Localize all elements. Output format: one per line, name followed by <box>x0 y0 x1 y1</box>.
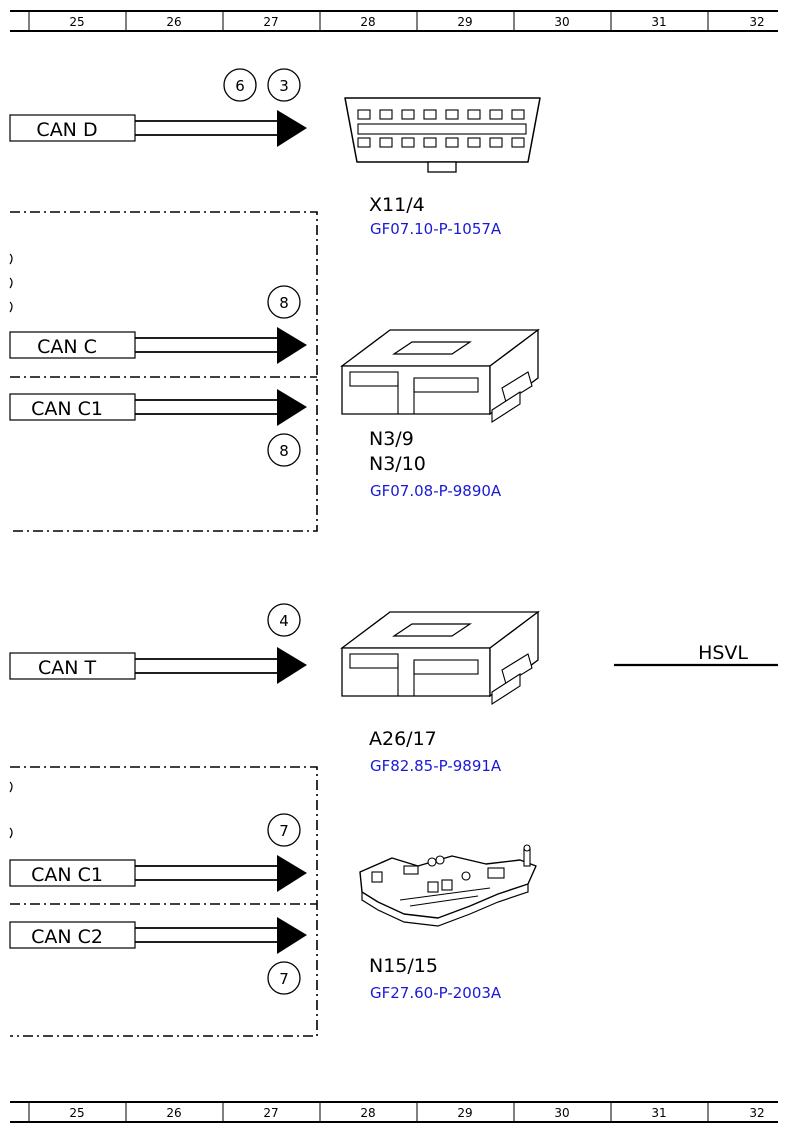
bus-label-can-t: CAN T <box>38 657 97 679</box>
component-id-n3-10: N3/10 <box>369 453 426 475</box>
ruler-bottom-col-32: 32 <box>749 1106 764 1120</box>
control-unit-icon[interactable] <box>341 611 539 705</box>
ruler-bottom-col-29: 29 <box>457 1106 472 1120</box>
bottom-ruler: 25 26 27 28 29 30 31 32 <box>10 1101 778 1123</box>
arrow-head-icon <box>277 855 307 892</box>
hsvl-label: HSVL <box>698 642 748 664</box>
ruler-bottom-col-30: 30 <box>554 1106 569 1120</box>
component-id-a26-17: A26/17 <box>369 728 437 750</box>
component-ref-n15-15-link[interactable]: GF27.60-P-2003A <box>370 984 502 1002</box>
ruler-top-col-31: 31 <box>651 15 666 29</box>
bus-can-c2[interactable]: CAN C2 <box>9 917 307 954</box>
ruler-top-col-30: 30 <box>554 15 569 29</box>
clipped-glyph <box>9 301 13 313</box>
ruler-top-col-26: 26 <box>166 15 181 29</box>
badge-8-bottom: 8 <box>267 433 301 467</box>
circuit-board-icon[interactable] <box>359 844 537 927</box>
badge-number: 6 <box>235 77 245 95</box>
ruler-bottom-col-31: 31 <box>651 1106 666 1120</box>
ruler-top-col-25: 25 <box>69 15 84 29</box>
ruler-bottom-col-25: 25 <box>69 1106 84 1120</box>
top-ruler: 25 26 27 28 29 30 31 32 <box>10 10 778 32</box>
bus-can-c1-lower[interactable]: CAN C1 <box>9 855 307 892</box>
component-id-x11-4: X11/4 <box>369 194 425 216</box>
badge-4: 4 <box>267 603 301 637</box>
badge-number: 4 <box>279 612 289 630</box>
ruler-bottom-col-26: 26 <box>166 1106 181 1120</box>
ruler-top-col-29: 29 <box>457 15 472 29</box>
bus-can-d[interactable]: CAN D <box>9 110 307 147</box>
component-id-n3-9: N3/9 <box>369 428 414 450</box>
bus-label-can-c: CAN C <box>37 336 97 358</box>
component-ref-x11-4-link[interactable]: GF07.10-P-1057A <box>370 220 502 238</box>
bus-can-c1-upper[interactable]: CAN C1 <box>9 389 307 426</box>
clipped-glyph <box>9 827 13 839</box>
badge-number: 7 <box>279 822 289 840</box>
bus-can-c[interactable]: CAN C <box>9 327 307 364</box>
clipped-glyph <box>9 253 13 265</box>
arrow-head-icon <box>277 110 307 147</box>
hsvl-line: HSVL <box>614 642 778 667</box>
component-id-n15-15: N15/15 <box>369 955 438 977</box>
badge-number: 8 <box>279 442 289 460</box>
bus-label-box <box>9 652 136 680</box>
ruler-bottom-col-27: 27 <box>263 1106 278 1120</box>
dash-boundary-lower <box>10 766 318 1037</box>
dash-boundary-upper <box>10 211 318 532</box>
ruler-top-col-32: 32 <box>749 15 764 29</box>
clipped-glyph <box>9 277 13 289</box>
bus-label-box <box>9 921 136 949</box>
obd-connector-icon[interactable] <box>344 97 541 173</box>
badge-7-bottom: 7 <box>267 961 301 995</box>
bus-label-can-c2: CAN C2 <box>31 926 103 948</box>
arrow-head-icon <box>277 389 307 426</box>
bus-label-box <box>9 859 136 887</box>
control-unit-icon[interactable] <box>341 329 539 423</box>
arrow-head-icon <box>277 327 307 364</box>
clipped-glyph <box>9 781 13 793</box>
component-ref-n3-link[interactable]: GF07.08-P-9890A <box>370 482 502 500</box>
badge-number: 8 <box>279 294 289 312</box>
badge-6: 6 <box>223 68 257 102</box>
bus-can-t[interactable]: CAN T <box>9 647 307 684</box>
bus-label-can-d: CAN D <box>36 119 97 141</box>
bus-label-can-c1: CAN C1 <box>31 398 103 420</box>
arrow-head-icon <box>277 917 307 954</box>
badge-7-top: 7 <box>267 813 301 847</box>
bus-label-box <box>9 114 136 142</box>
ruler-top-col-27: 27 <box>263 15 278 29</box>
component-ref-a26-17-link[interactable]: GF82.85-P-9891A <box>370 757 502 775</box>
bus-label-can-c1: CAN C1 <box>31 864 103 886</box>
bus-label-box <box>9 393 136 421</box>
arrow-head-icon <box>277 647 307 684</box>
badge-3: 3 <box>267 68 301 102</box>
bus-label-box <box>9 331 136 359</box>
badge-number: 7 <box>279 970 289 988</box>
badge-8-top: 8 <box>267 285 301 319</box>
ruler-bottom-col-28: 28 <box>360 1106 375 1120</box>
ruler-top-col-28: 28 <box>360 15 375 29</box>
badge-number: 3 <box>279 77 289 95</box>
